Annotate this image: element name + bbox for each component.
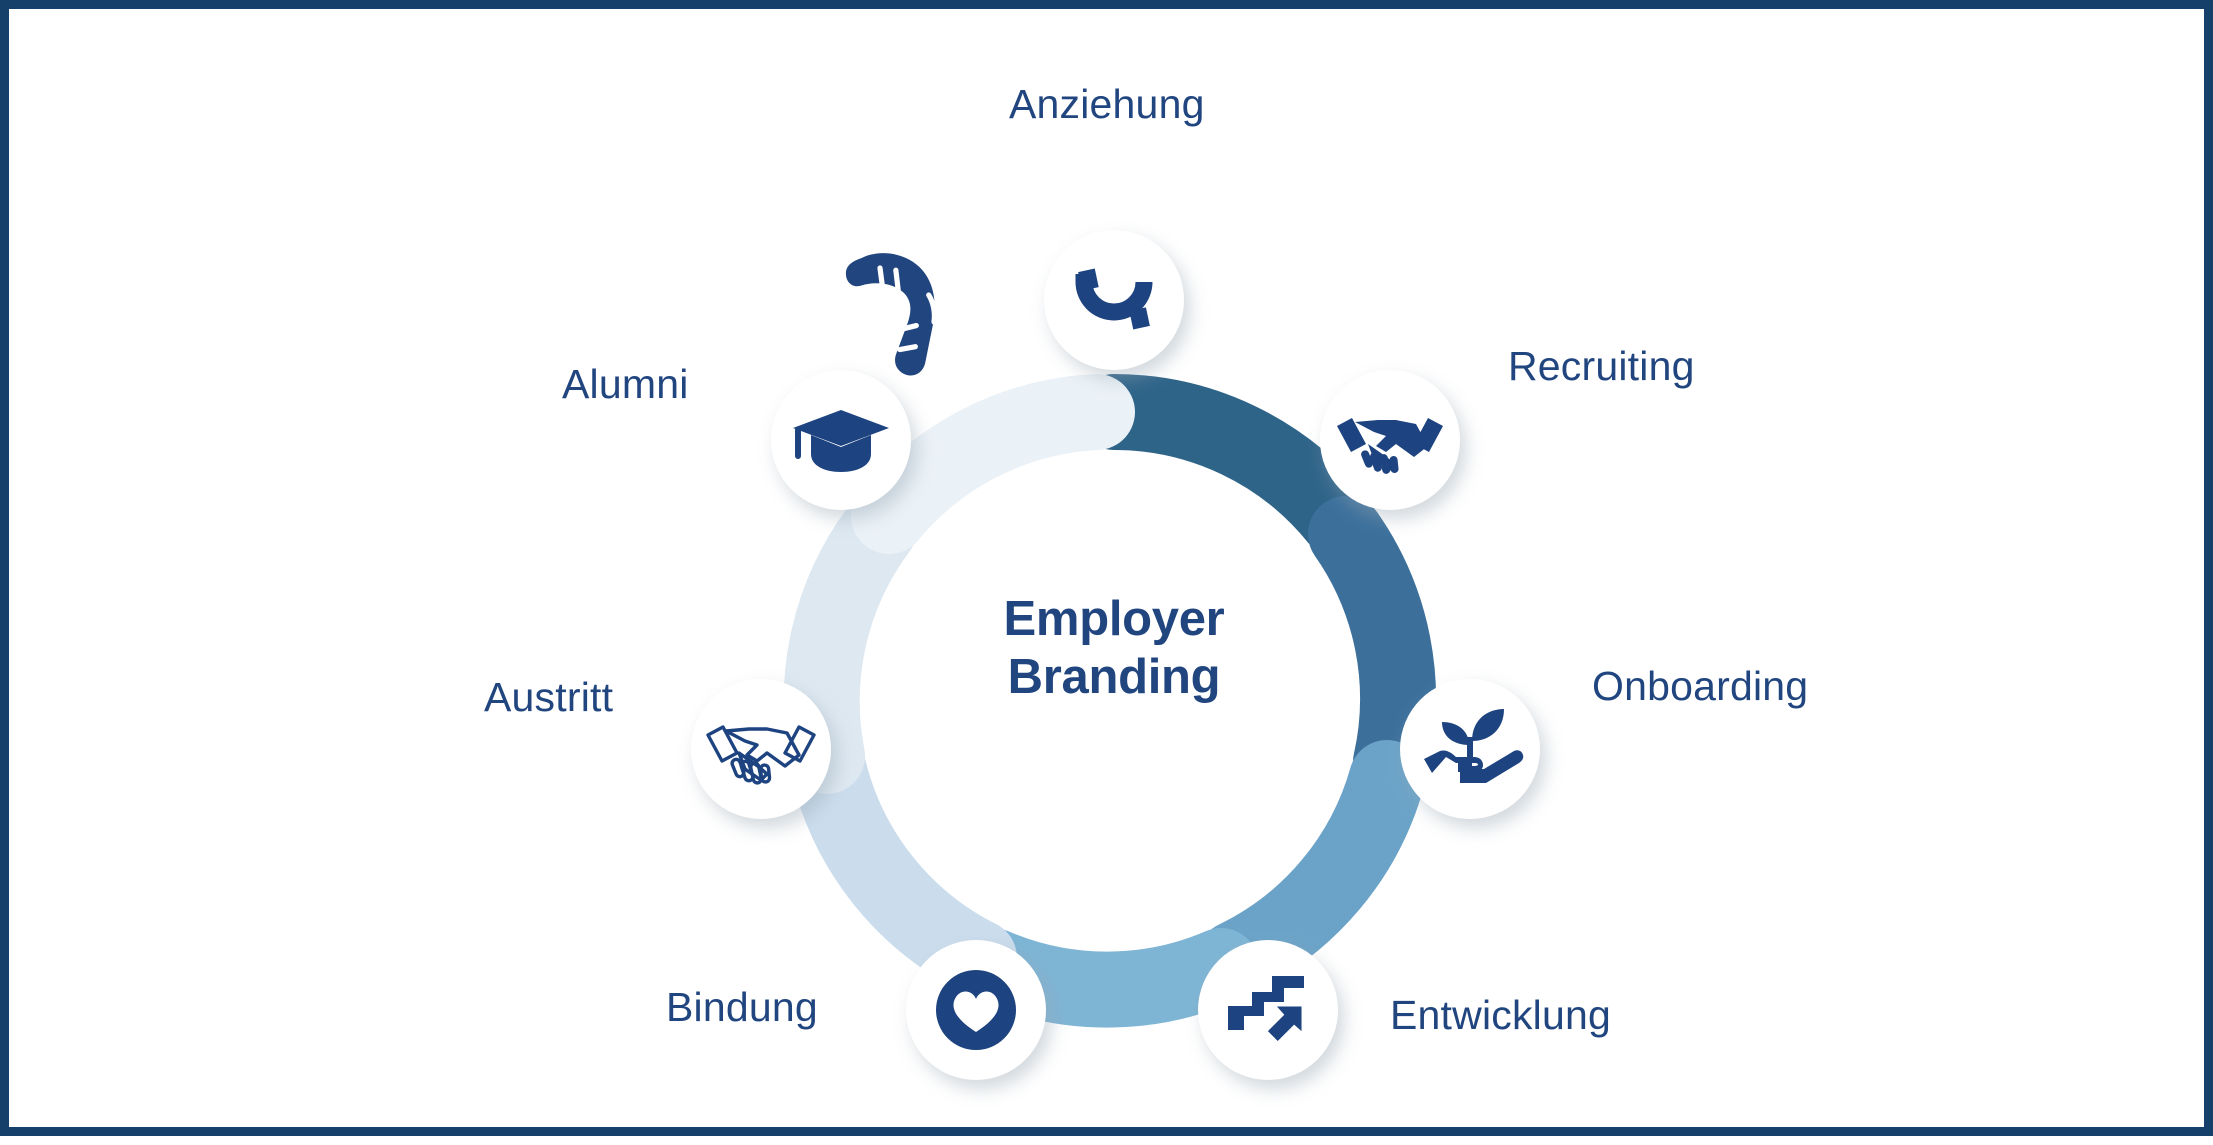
- center-title-line2: Branding: [1007, 649, 1221, 704]
- graduation-cap-icon: [793, 410, 889, 472]
- label-onboarding[interactable]: Onboarding: [1592, 663, 1809, 709]
- handshake-filled-icon: [1337, 418, 1443, 474]
- heart-circle-icon: [936, 970, 1016, 1050]
- node-entwicklung-circle[interactable]: [1198, 940, 1338, 1080]
- magnet-icon: [1075, 268, 1153, 330]
- node-austritt-circle[interactable]: [691, 679, 831, 819]
- node-austritt[interactable]: [691, 679, 831, 819]
- boomerang-icon: [845, 253, 937, 376]
- node-onboarding[interactable]: [1400, 679, 1540, 819]
- employer-branding-cycle-diagram: Employer Branding Anziehung Recruiting O…: [9, 9, 2204, 1127]
- node-recruiting[interactable]: [1320, 370, 1460, 510]
- node-alumni[interactable]: [771, 370, 911, 510]
- stairs-arrow-up-icon: [1228, 976, 1304, 1041]
- label-bindung[interactable]: Bindung: [666, 984, 818, 1030]
- center-title-line1: Employer: [1003, 592, 1225, 646]
- cycle-ring-graphic: [691, 230, 1540, 1080]
- label-austritt[interactable]: Austritt: [484, 674, 614, 720]
- handshake-outline-icon: [706, 725, 816, 785]
- node-entwicklung[interactable]: [1198, 940, 1338, 1080]
- segment-onboarding: [1197, 740, 1425, 997]
- segment-recruiting: [1308, 496, 1436, 800]
- node-anziehung[interactable]: [1044, 230, 1184, 370]
- node-anziehung-circle[interactable]: [1044, 230, 1184, 370]
- label-recruiting[interactable]: Recruiting: [1508, 343, 1695, 389]
- center-title: Employer Branding: [849, 591, 1379, 707]
- segment-anziehung: [1076, 373, 1375, 556]
- label-alumni[interactable]: Alumni: [562, 361, 689, 407]
- segment-alumni: [851, 374, 1135, 554]
- segment-bindung: [791, 733, 1017, 996]
- label-entwicklung[interactable]: Entwicklung: [1390, 992, 1611, 1038]
- hand-with-plant-icon: [1424, 709, 1524, 783]
- label-anziehung[interactable]: Anziehung: [1009, 81, 1205, 127]
- node-bindung[interactable]: [906, 940, 1046, 1080]
